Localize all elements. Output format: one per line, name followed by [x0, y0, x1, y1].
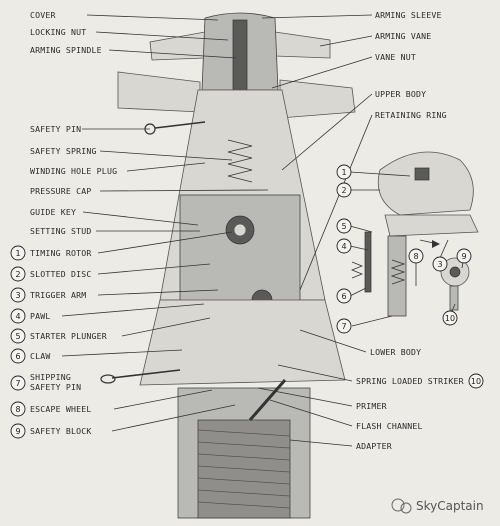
label-adapter: ADAPTER: [356, 441, 392, 451]
inset-callout-5: 5: [341, 222, 346, 231]
lower-body: [139, 299, 346, 386]
label-safety-block: SAFETY BLOCK: [30, 426, 92, 436]
inset-pawl: [364, 231, 372, 293]
label-pressure-cap: PRESSURE CAP: [30, 186, 92, 196]
arming-vane-right: [279, 79, 356, 119]
arming-vane-right-top: [274, 31, 331, 59]
label-starter-plunger: STARTER PLUNGER: [30, 331, 107, 341]
callout-3: 3: [15, 291, 20, 300]
callout-4: 4: [15, 312, 20, 321]
label-escape-wheel: ESCAPE WHEEL: [30, 404, 92, 414]
label-spring-loaded-striker: SPRING LOADED STRIKER: [356, 376, 464, 386]
inset-mechanism: 1 2 5 4 8 3 9 6 7 10: [336, 151, 479, 334]
leader-lines-right: [257, 14, 373, 447]
callout-10: 10: [471, 377, 481, 386]
inset-callout-1: 1: [341, 168, 346, 177]
label-guide-key: GUIDE KEY: [30, 207, 76, 217]
inset-plunger: [387, 235, 407, 317]
label-safety-pin-2: SAFETY PIN: [30, 382, 81, 392]
flash-channel: [248, 379, 287, 421]
label-safety-pin: SAFETY PIN: [30, 124, 81, 134]
safety-spring: [227, 139, 253, 183]
inset-callout-6: 6: [341, 292, 346, 301]
callout-2: 2: [15, 270, 20, 279]
label-primer: PRIMER: [356, 401, 387, 411]
shipping-safety-pin-ring: [100, 374, 116, 384]
inset-callout-2: 2: [341, 186, 346, 195]
left-numbered-labels: 1 TIMING ROTOR 2 SLOTTED DISC 3 TRIGGER …: [10, 245, 107, 439]
inset-callout-9: 9: [461, 252, 466, 261]
callout-9: 9: [15, 427, 20, 436]
label-pawl: PAWL: [30, 311, 51, 321]
label-arming-spindle: ARMING SPINDLE: [30, 45, 102, 55]
shipping-safety-pin: [111, 369, 181, 379]
label-upper-body: UPPER BODY: [375, 89, 426, 99]
inset-callout-4: 4: [341, 242, 346, 251]
label-arming-vane: ARMING VANE: [375, 31, 431, 41]
callout-6: 6: [15, 352, 20, 361]
label-shipping: SHIPPING: [30, 372, 71, 382]
inset-rotor-block: [414, 167, 430, 181]
label-trigger-arm: TRIGGER ARM: [30, 290, 86, 300]
left-labels: COVER LOCKING NUT ARMING SPINDLE SAFETY …: [30, 10, 117, 236]
inset-callout-3: 3: [437, 260, 442, 269]
label-arming-sleeve: ARMING SLEEVE: [375, 10, 442, 20]
watermark: SkyCaptain: [391, 498, 484, 514]
watermark-logo-icon: [391, 498, 405, 512]
label-lower-body: LOWER BODY: [370, 347, 421, 357]
inset-callout-7: 7: [341, 322, 346, 331]
safety-pin: [154, 121, 206, 129]
arming-vane-left: [117, 71, 201, 113]
label-setting-stud: SETTING STUD: [30, 226, 92, 236]
label-vane-nut: VANE NUT: [375, 52, 416, 62]
label-timing-rotor: TIMING ROTOR: [30, 248, 92, 258]
leader-lines-left: [61, 14, 269, 432]
label-retaining-ring: RETAINING RING: [375, 110, 447, 120]
callout-1: 1: [15, 249, 20, 258]
inset-striker-stem: [449, 285, 459, 311]
inset-callout-10: 10: [445, 314, 455, 323]
label-winding-hole-plug: WINDING HOLE PLUG: [30, 166, 117, 176]
label-slotted-disc: SLOTTED DISC: [30, 269, 92, 279]
label-safety-spring: SAFETY SPRING: [30, 146, 97, 156]
label-flash-channel: FLASH CHANNEL: [356, 421, 423, 431]
label-locking-nut: LOCKING NUT: [30, 27, 86, 37]
callout-8: 8: [15, 405, 20, 414]
watermark-text: SkyCaptain: [416, 499, 484, 513]
inset-timing-rotor: [377, 151, 474, 216]
label-cover: COVER: [30, 10, 56, 20]
inset-slotted-disc: [384, 214, 479, 237]
callout-5: 5: [15, 332, 20, 341]
inset-callout-8: 8: [413, 252, 418, 261]
right-labels: ARMING SLEEVE ARMING VANE VANE NUT UPPER…: [356, 10, 484, 451]
label-claw: CLAW: [30, 351, 51, 361]
callout-7: 7: [15, 379, 20, 388]
